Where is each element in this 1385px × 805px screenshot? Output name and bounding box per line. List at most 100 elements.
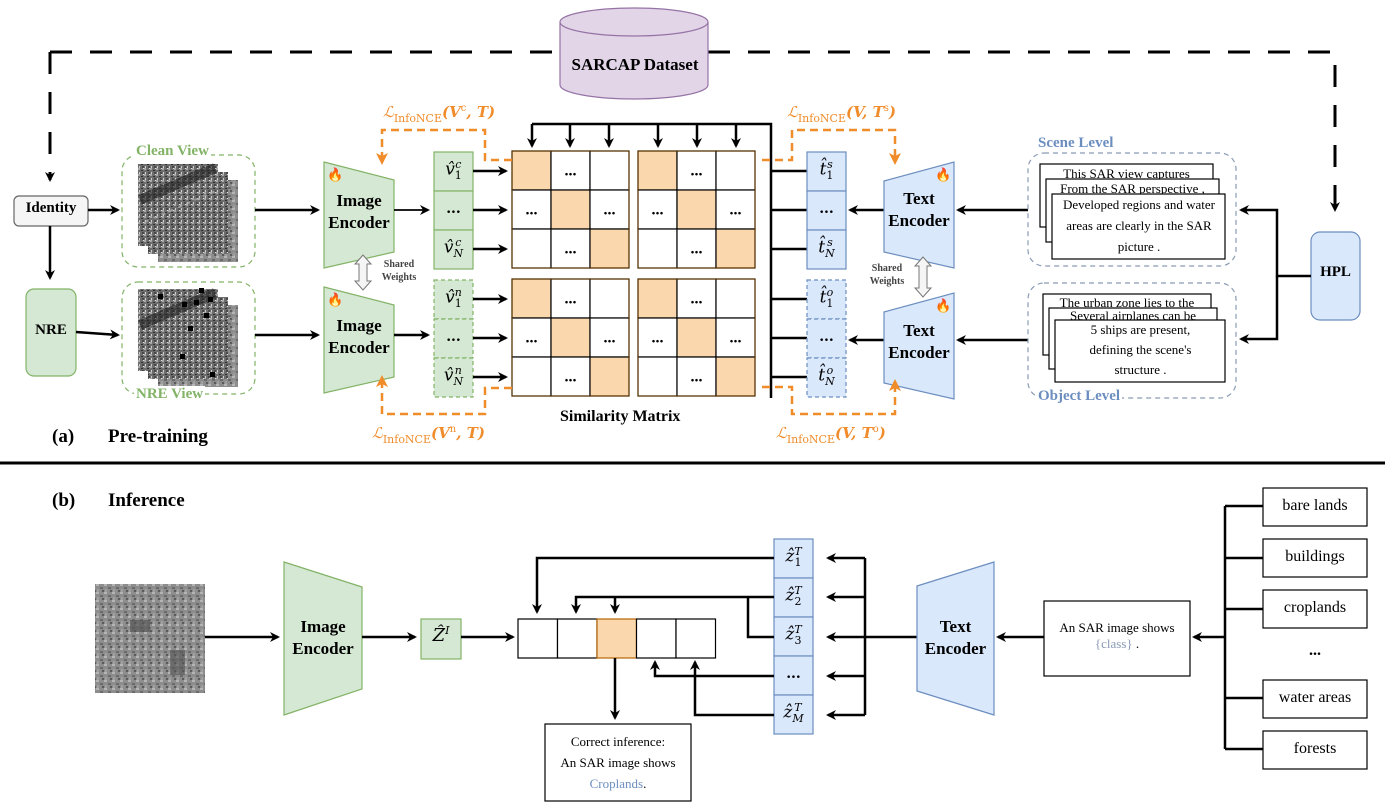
cell-ellipsis: ... [565, 241, 577, 258]
scene-caption: Developed regions and water areas are cl… [1063, 197, 1215, 254]
similarity-cell [637, 228, 678, 269]
cell-ellipsis: ... [604, 202, 616, 219]
matched-pair-cell [637, 150, 678, 191]
score-row [517, 618, 717, 659]
nre-embedding: ... [446, 329, 461, 345]
class-label: water areas [1278, 689, 1352, 706]
similarity-block: ............ [637, 278, 756, 397]
class-label: forests [1293, 740, 1337, 757]
text-embedding-column [773, 538, 814, 735]
text-encoder-top [883, 161, 955, 269]
class-tree [1223, 504, 1263, 751]
score-cell [635, 618, 677, 659]
object-caption: 5 ships are present, defining the scene'… [1089, 322, 1192, 377]
inference-image-encoder [283, 561, 363, 716]
cell-ellipsis: ... [604, 330, 616, 347]
similarity-cell [511, 356, 552, 397]
similarity-cell [589, 150, 630, 191]
fire-icon: 🔥 [935, 167, 952, 182]
clean-view-image-stack [138, 163, 238, 262]
scene-embedding: ... [819, 201, 834, 217]
text-encoder-bottom [883, 292, 955, 400]
class-label: bare lands [1282, 497, 1348, 514]
image-encoder-bottom [323, 286, 395, 394]
image-embedding-box [420, 618, 462, 660]
similarity-cell [676, 356, 717, 397]
result-text: Correct inference: An SAR image shows Cr… [560, 734, 676, 791]
similarity-block: ............ [511, 150, 630, 269]
class-ellipsis: ... [1309, 642, 1321, 659]
loss-clean-text: ℒInfoNCE(Vc, T) [383, 103, 496, 125]
text-encoder-bottom-label: Text Encoder [888, 321, 950, 362]
class-boxes [1262, 487, 1368, 770]
inference-image-encoder-label: Image Encoder [292, 617, 354, 658]
matched-pair-cell [637, 278, 678, 319]
text-embedding-cell [773, 538, 814, 579]
inference-text-encoder-label: Text Encoder [924, 617, 987, 658]
result-box [544, 723, 692, 802]
cell-ellipsis: ... [565, 369, 577, 386]
clean-embedding-column [433, 151, 474, 270]
matched-pair-cell [715, 228, 756, 269]
image-encoder-top [323, 161, 395, 269]
similarity-cell [637, 189, 678, 230]
matched-pair-cell [589, 228, 630, 269]
similarity-matrices: ........................................… [511, 150, 756, 397]
cell-ellipsis: ... [652, 330, 664, 347]
cell-ellipsis: ... [565, 163, 577, 180]
score-cell [556, 618, 598, 659]
object-embedding-column [806, 279, 847, 398]
object-level-container [1027, 282, 1237, 399]
loss-nre-text: ℒInfoNCE(Vn, T) [372, 424, 485, 446]
text-encoder-top-label: Text Encoder [888, 189, 950, 230]
object-embedding: ... [819, 329, 834, 345]
encoder-to-embedding-connectors [826, 553, 917, 720]
nre-label: NRE [35, 322, 67, 338]
matched-pair-cell [511, 278, 552, 319]
similarity-cell [637, 356, 678, 397]
dataset-dashed-connector [45, 50, 1340, 212]
scene-caption: This SAR view captures [1063, 166, 1190, 179]
object-caption: The urban zone lies to the [1059, 295, 1195, 308]
fire-icon: 🔥 [327, 292, 344, 307]
text-to-matrix-connectors [527, 122, 807, 398]
similarity-block: ............ [511, 278, 630, 397]
cell-ellipsis: ... [565, 291, 577, 308]
inference-text-encoder [916, 561, 995, 716]
inference-sar-image [95, 584, 205, 693]
similarity-cell [589, 278, 630, 319]
cell-ellipsis: ... [691, 369, 703, 386]
similarity-cell [715, 150, 756, 191]
dataset-label: SARCAP Dataset [571, 55, 699, 74]
nre-view-label: NRE View [134, 386, 206, 403]
fire-icon: 🔥 [935, 298, 952, 313]
loss-connectors [376, 128, 901, 416]
text-embedding-cell [773, 577, 814, 618]
cell-ellipsis: ... [652, 202, 664, 219]
dataset-cylinder [559, 7, 709, 100]
cell-ellipsis: ... [691, 241, 703, 258]
score-cell [675, 618, 717, 659]
similarity-cell [715, 278, 756, 319]
score-connectors [532, 556, 774, 720]
shared-weights-arrow-left [353, 254, 373, 291]
matched-pair-cell [676, 317, 717, 358]
pretraining-section-title: Pre-training [108, 426, 208, 447]
image-encoder-top-label: Image Encoder [328, 191, 390, 232]
cell-ellipsis: ... [730, 330, 742, 347]
hpl-label: HPL [1320, 264, 1351, 280]
selected-score-cell [596, 618, 638, 659]
class-label: buildings [1285, 548, 1345, 565]
cell-ellipsis: ... [691, 163, 703, 180]
similarity-cell [589, 317, 630, 358]
text-embedding: ... [786, 666, 801, 682]
